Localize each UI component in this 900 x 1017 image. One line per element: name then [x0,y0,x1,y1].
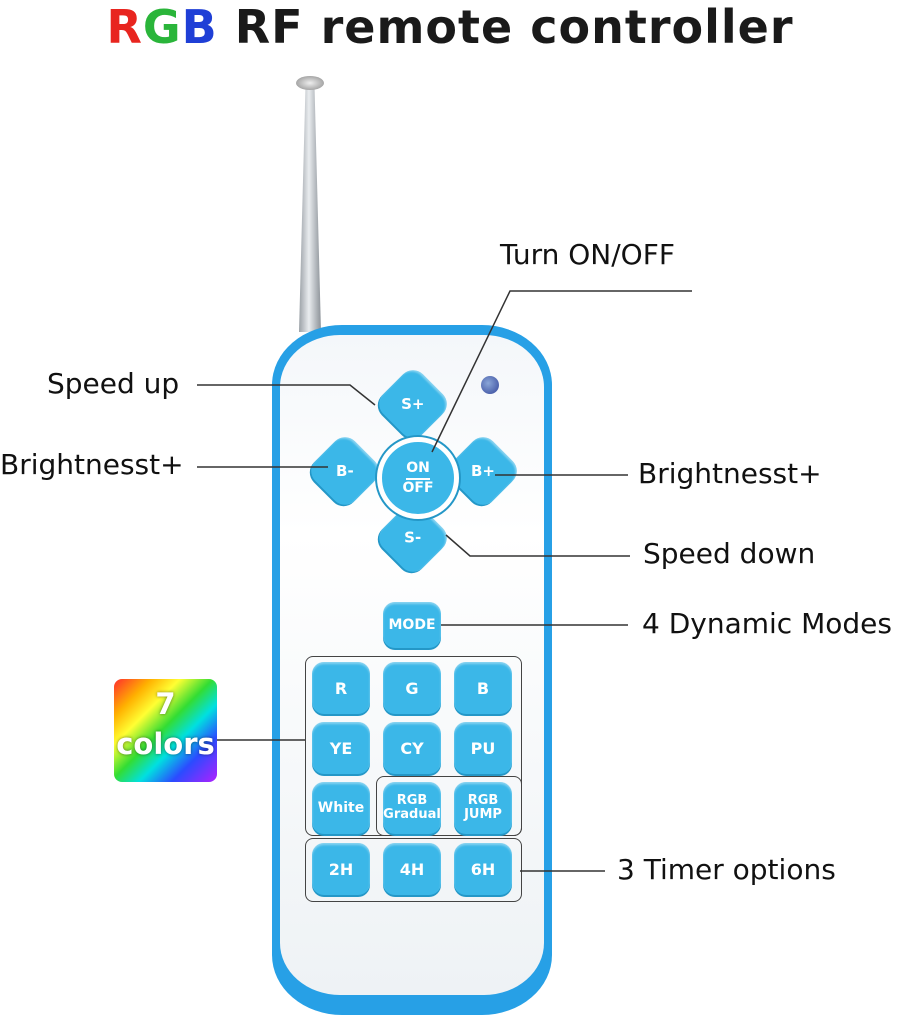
red-button[interactable]: R [312,662,370,714]
callout-turn-on-off: Turn ON/OFF [500,238,675,271]
yellow-button[interactable]: YE [312,722,370,774]
antenna [299,82,321,332]
rgb-group-outline [376,776,522,836]
timer-2h-button[interactable]: 2H [312,843,370,895]
page-title: RGB RF remote controller [0,0,900,54]
green-button[interactable]: G [383,662,441,714]
callout-timer-options: 3 Timer options [617,853,836,886]
timer-group-outline [305,838,522,902]
title-r: R [106,0,143,54]
timer-6h-button[interactable]: 6H [454,843,512,895]
rgb-jump-label-2: JUMP [464,807,502,822]
callout-dynamic-modes: 4 Dynamic Modes [642,607,892,640]
colors-word: colors [116,727,215,761]
callout-speed-down: Speed down [643,537,816,570]
antenna-tip [296,76,324,90]
rgb-jump-label-1: RGB [467,793,499,809]
line-speed-up [197,384,376,406]
rgb-gradual-label-1: RGB [396,793,428,809]
line-speed-down [445,534,630,557]
callout-speed-up: Speed up [47,367,180,400]
colors-number: 7 [155,687,176,721]
title-b: B [181,0,218,54]
cyan-button[interactable]: CY [383,722,441,774]
callout-brightness-right: Brightnesst+ [638,457,822,490]
seven-colors-badge: 7 colors [114,679,217,782]
power-button[interactable]: ON OFF [377,437,459,519]
rgb-gradual-button[interactable]: RGB Gradual [383,782,441,834]
title-rest: RF remote controller [217,0,794,54]
callout-brightness-left: Brightnesst+ [0,448,184,481]
timer-4h-button[interactable]: 4H [383,843,441,895]
title-g: G [142,0,182,54]
mode-button[interactable]: MODE [383,602,441,648]
rgb-jump-button[interactable]: RGB JUMP [454,782,512,834]
line-turn-on-off [431,290,692,453]
power-on-label: ON [406,460,430,480]
white-button[interactable]: White [312,782,370,834]
power-off-label: OFF [402,479,434,496]
blue-button[interactable]: B [454,662,512,714]
rgb-gradual-label-2: Gradual [383,807,441,822]
purple-button[interactable]: PU [454,722,512,774]
led-indicator-icon [481,376,499,394]
